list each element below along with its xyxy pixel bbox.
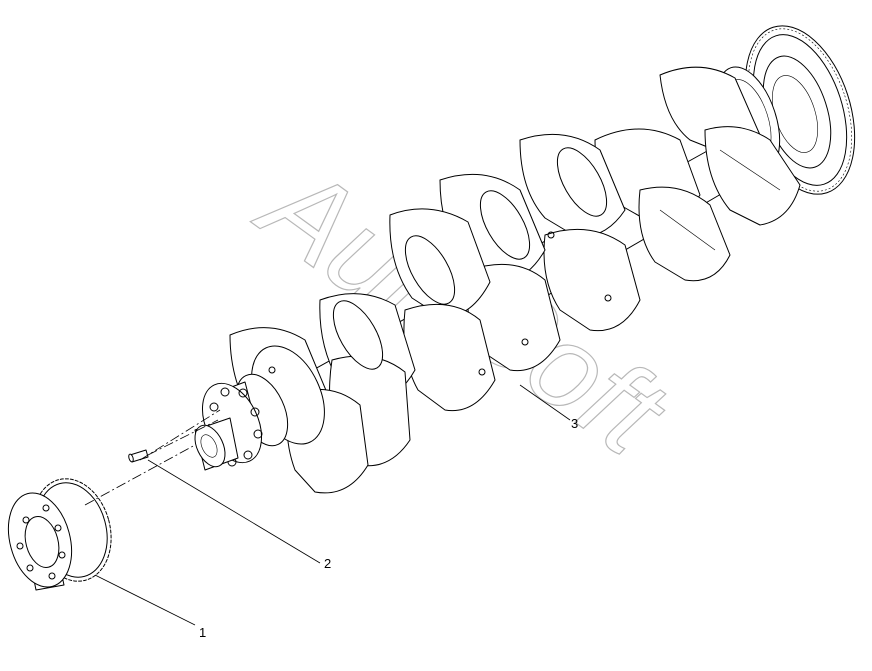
callout-label-3: 3 bbox=[571, 416, 578, 431]
journals bbox=[332, 147, 608, 370]
leader-line-1 bbox=[94, 574, 196, 626]
callout-label-2: 2 bbox=[324, 556, 331, 571]
dowel-pin bbox=[128, 449, 149, 463]
leader-lines bbox=[94, 384, 571, 626]
assembly-lines bbox=[84, 409, 221, 506]
front-snout bbox=[194, 345, 325, 471]
crankshaft-gear bbox=[7, 478, 112, 591]
callouts: 1 2 3 bbox=[199, 416, 578, 640]
crankshaft-drawing bbox=[194, 25, 856, 494]
leader-line-2 bbox=[147, 459, 321, 564]
leader-line-3 bbox=[519, 384, 571, 421]
callout-label-1: 1 bbox=[199, 625, 206, 640]
